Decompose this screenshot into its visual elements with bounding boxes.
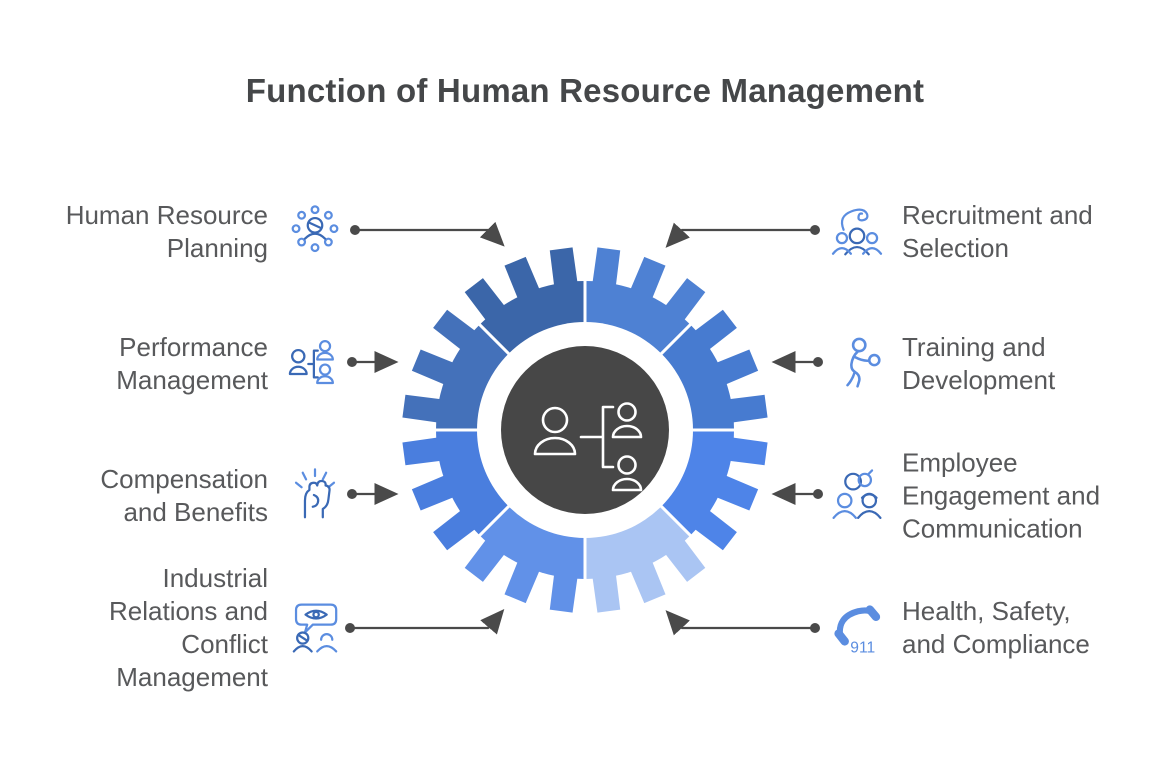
- arrow-connector: [665, 610, 815, 636]
- label-human-resource-planning: Human Resource Planning: [65, 200, 268, 263]
- engaged-people-icon: [828, 466, 886, 524]
- arrow-origin-dot: [347, 357, 357, 367]
- label-training-and-development: Training and Development: [902, 332, 1056, 395]
- label-performance-management: Performance Management: [116, 332, 268, 395]
- label-health-safety-compliance: Health, Safety, and Compliance: [902, 596, 1090, 659]
- gear-hub: [501, 346, 669, 514]
- arrow-connector: [665, 222, 815, 248]
- label-employee-engagement: Employee Engagement and Communication: [902, 447, 1101, 544]
- arrow-origin-dot: [347, 489, 357, 499]
- label-compensation-and-benefits: Compensation and Benefits: [100, 464, 268, 527]
- label-recruitment-and-selection: Recruitment and Selection: [902, 200, 1093, 263]
- arrow-origin-dot: [810, 225, 820, 235]
- people-network-icon: [286, 203, 344, 261]
- gear-graphic: [393, 238, 777, 622]
- page-title: Function of Human Resource Management: [245, 72, 925, 109]
- active-person-icon: [828, 335, 886, 393]
- emergency-phone-icon: 911: [828, 599, 886, 657]
- arrow-origin-dot: [813, 357, 823, 367]
- arrow-origin-dot: [350, 225, 360, 235]
- emergency-number-text: 911: [850, 640, 875, 657]
- arrow-origin-dot: [345, 623, 355, 633]
- arrow-origin-dot: [813, 489, 823, 499]
- fist-icon: [286, 466, 344, 524]
- arrow-connector: [355, 221, 505, 247]
- arrow-connector: [350, 608, 505, 635]
- org-chart-center-icon: [533, 402, 643, 492]
- arrow-origin-dot: [810, 623, 820, 633]
- hand-select-people-icon: [828, 203, 886, 261]
- label-industrial-relations: Industrial Relations and Conflict Manage…: [109, 563, 268, 692]
- org-chart-icon: [286, 335, 344, 393]
- discussion-eye-icon: [286, 599, 344, 657]
